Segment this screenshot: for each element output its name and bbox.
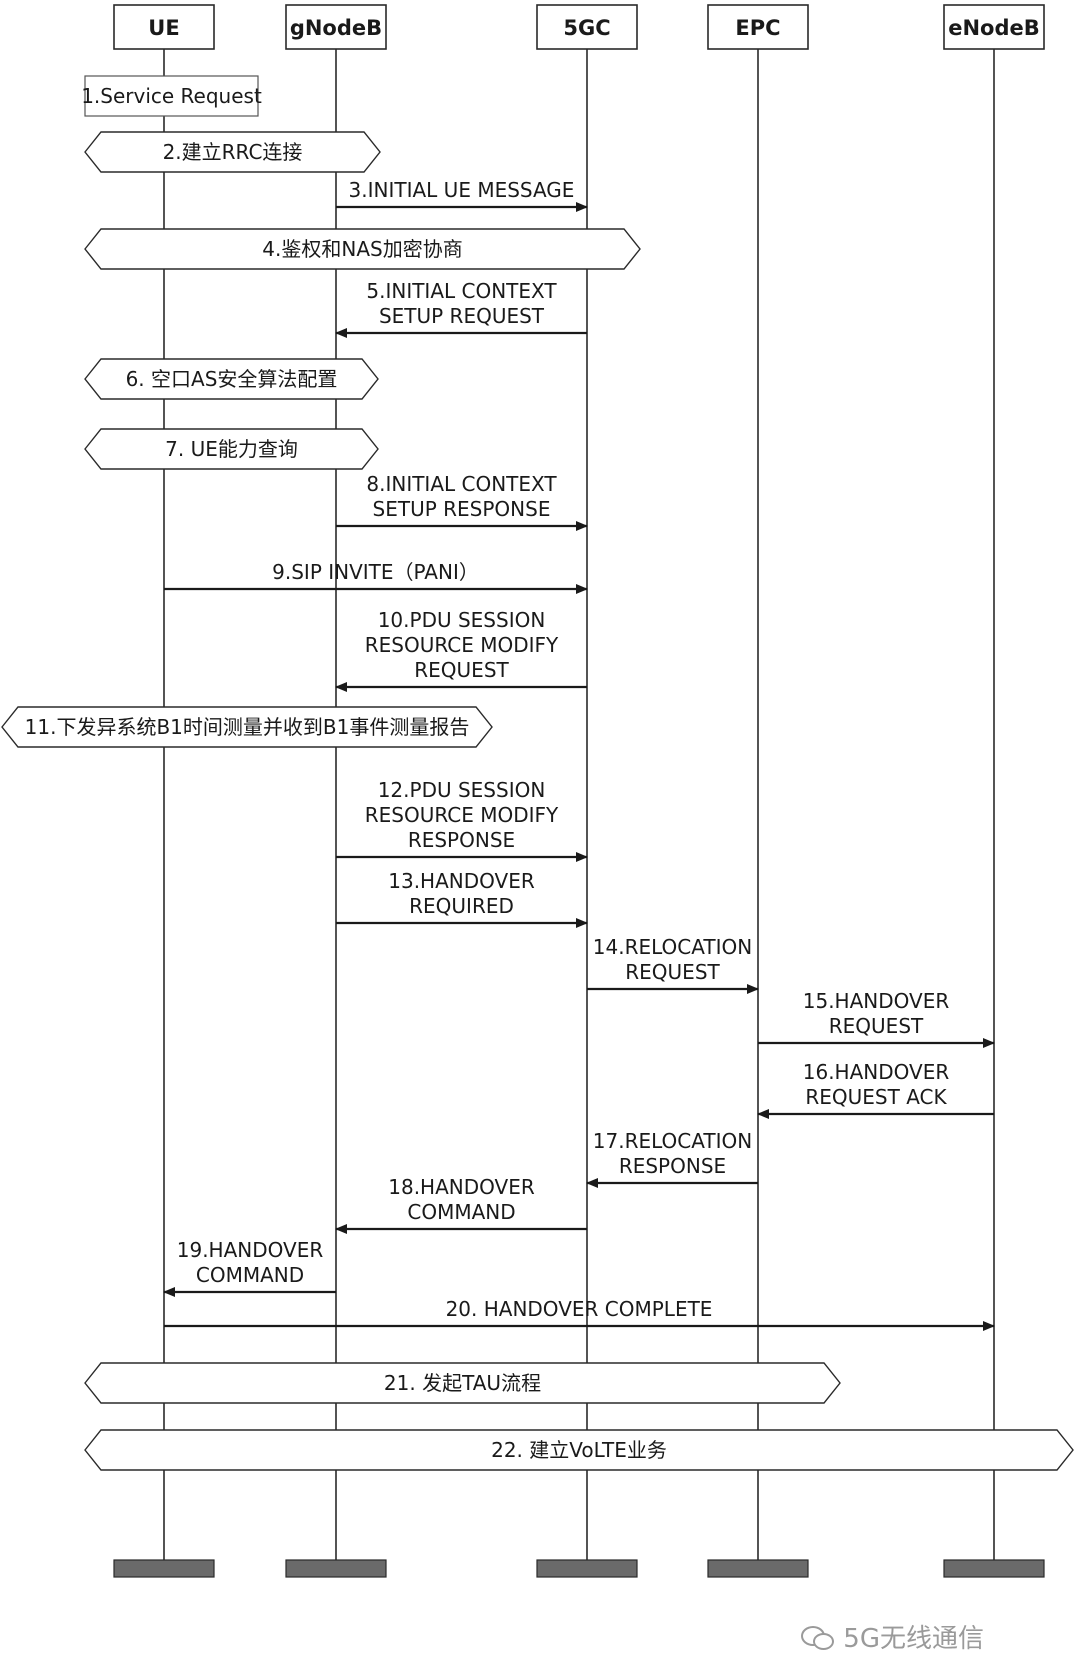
entity-box-gnb [285, 4, 387, 50]
entity-label-gnb: gNodeB [290, 16, 382, 40]
step-label-7: 7. UE能力查询 [165, 437, 298, 461]
step-label-16-line-2: REQUEST ACK [805, 1085, 947, 1109]
step-label-5-line-1: 5.INITIAL CONTEXT [366, 279, 557, 303]
entity-box-epc [707, 4, 809, 50]
entity-label-epc: EPC [735, 16, 780, 40]
step-label-21: 21. 发起TAU流程 [384, 1371, 541, 1395]
step-label-16-line-1: 16.HANDOVER [803, 1060, 950, 1084]
entity-footer-gnb [285, 1559, 387, 1578]
step-label-17-line-1: 17.RELOCATION [593, 1129, 752, 1153]
step-label-13-line-2: REQUIRED [409, 894, 514, 918]
step-label-10-line-2: RESOURCE MODIFY [365, 633, 559, 657]
step-box-1 [84, 75, 259, 117]
step-9: 9.SIP INVITE（PANI） [164, 560, 588, 594]
step-label-8-line-2: SETUP RESPONSE [373, 497, 551, 521]
entity-label-ue: UE [148, 16, 179, 40]
step-label-12-line-3: RESPONSE [408, 828, 515, 852]
step-label-15-line-2: REQUEST [829, 1014, 924, 1038]
step-21: 21. 发起TAU流程 [84, 1362, 841, 1404]
step-20: 20. HANDOVER COMPLETE [164, 1297, 995, 1331]
step-label-10-line-1: 10.PDU SESSION [378, 608, 546, 632]
step-label-18-line-2: COMMAND [407, 1200, 515, 1224]
wechat-icon [801, 1624, 835, 1650]
step-label-19-line-1: 19.HANDOVER [177, 1238, 324, 1262]
entity-label-enb: eNodeB [948, 16, 1040, 40]
step-6: 6. 空口AS安全算法配置 [84, 358, 379, 400]
step-label-4: 4.鉴权和NAS加密协商 [262, 237, 462, 261]
step-22: 22. 建立VoLTE业务 [84, 1429, 1074, 1471]
step-label-12-line-1: 12.PDU SESSION [378, 778, 546, 802]
step-label-5-line-2: SETUP REQUEST [379, 304, 545, 328]
step-label-15-line-1: 15.HANDOVER [803, 989, 950, 1013]
step-label-2: 2.建立RRC连接 [163, 140, 303, 164]
watermark-text: 5G无线通信 [843, 1624, 984, 1654]
step-label-20-line-1: 20. HANDOVER COMPLETE [446, 1297, 713, 1321]
step-label-13-line-1: 13.HANDOVER [388, 869, 535, 893]
step-label-1: 1.Service Request [81, 84, 262, 108]
entity-footer-epc [707, 1559, 809, 1578]
step-1: 1.Service Request [81, 75, 262, 117]
step-label-3-line-1: 3.INITIAL UE MESSAGE [349, 178, 575, 202]
step-hexagon-7 [84, 428, 379, 470]
step-label-10-line-3: REQUEST [414, 658, 509, 682]
step-label-6: 6. 空口AS安全算法配置 [126, 367, 338, 391]
step-label-9-line-1: 9.SIP INVITE（PANI） [272, 560, 479, 584]
step-2: 2.建立RRC连接 [84, 131, 381, 173]
step-3: 3.INITIAL UE MESSAGE [336, 178, 588, 212]
watermark: 5G无线通信 [801, 1618, 984, 1655]
step-label-14-line-1: 14.RELOCATION [593, 935, 752, 959]
entity-footer-ue [113, 1559, 215, 1578]
step-hexagon-6 [84, 358, 379, 400]
step-7: 7. UE能力查询 [84, 428, 379, 470]
entity-footer-5gc [536, 1559, 638, 1578]
entity-label-5gc: 5GC [563, 16, 610, 40]
step-label-18-line-1: 18.HANDOVER [388, 1175, 535, 1199]
step-label-17-line-2: RESPONSE [619, 1154, 726, 1178]
step-label-22: 22. 建立VoLTE业务 [491, 1438, 667, 1462]
entity-box-ue [113, 4, 215, 50]
step-label-19-line-2: COMMAND [196, 1263, 304, 1287]
step-hexagon-22 [84, 1429, 1074, 1471]
entity-box-5gc [536, 4, 638, 50]
step-4: 4.鉴权和NAS加密协商 [84, 228, 641, 270]
step-hexagon-11 [1, 706, 493, 748]
step-hexagon-21 [84, 1362, 841, 1404]
step-hexagon-2 [84, 131, 381, 173]
step-label-8-line-1: 8.INITIAL CONTEXT [366, 472, 557, 496]
entity-box-enb [943, 4, 1045, 50]
step-label-12-line-2: RESOURCE MODIFY [365, 803, 559, 827]
step-label-14-line-2: REQUEST [625, 960, 720, 984]
entity-footer-enb [943, 1559, 1045, 1578]
step-hexagon-4 [84, 228, 641, 270]
step-label-11: 11.下发异系统B1时间测量并收到B1事件测量报告 [25, 715, 470, 739]
step-11: 11.下发异系统B1时间测量并收到B1事件测量报告 [1, 706, 493, 748]
